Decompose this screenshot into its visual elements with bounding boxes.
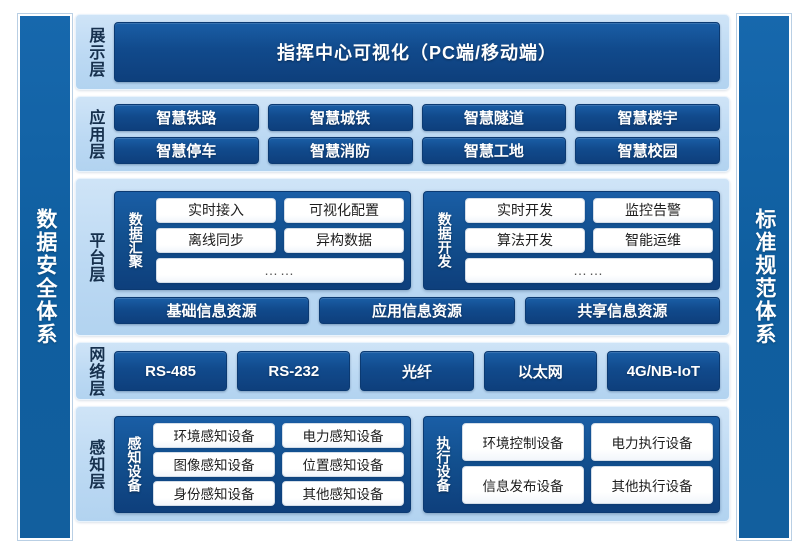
- display-command-center-bar[interactable]: 指挥中心可视化（PC端/移动端）: [114, 22, 720, 82]
- resource-shared-information[interactable]: 共享信息资源: [524, 296, 720, 324]
- platform-panel-data-aggregation: 数据汇聚 实时接入 可视化配置 离线同步 异构数据 ……: [114, 190, 411, 290]
- platform-item-heterogeneous-data[interactable]: 异构数据: [284, 227, 404, 253]
- platform-item-realtime-access[interactable]: 实时接入: [156, 197, 276, 223]
- actuator-item-info-publishing[interactable]: 信息发布设备: [462, 466, 584, 504]
- app-item-smart-metro[interactable]: 智慧城铁: [267, 104, 413, 131]
- platform-panel-1-title: 数据开发: [436, 212, 453, 268]
- platform-panel-0-grid: 实时接入 可视化配置 离线同步 异构数据 ……: [156, 197, 404, 283]
- layer-application-label: 应用层: [86, 108, 104, 160]
- sense-panels: 感知设备 环境感知设备 电力感知设备 图像感知设备 位置感知设备 身份感知设备 …: [114, 415, 720, 513]
- sense-item-image-sensor[interactable]: 图像感知设备: [153, 451, 275, 477]
- app-item-smart-firefighting[interactable]: 智慧消防: [267, 137, 413, 164]
- actuator-item-power-actuator[interactable]: 电力执行设备: [591, 422, 713, 461]
- platform-item-intelligent-ops[interactable]: 智能运维: [593, 227, 713, 253]
- layer-application: 应用层 智慧铁路 智慧城铁 智慧隧道 智慧楼宇 智慧停车 智慧消防 智慧工地 智…: [75, 96, 730, 172]
- network-item-4g-nbiot[interactable]: 4G/NB-IoT: [606, 351, 720, 391]
- app-item-smart-railway[interactable]: 智慧铁路: [114, 104, 259, 131]
- app-item-smart-construction-site[interactable]: 智慧工地: [421, 137, 567, 164]
- layer-display-label: 展示层: [86, 26, 104, 78]
- layer-stack: 展示层 指挥中心可视化（PC端/移动端） 应用层 智慧铁路 智慧城铁 智慧隧道 …: [75, 14, 730, 528]
- pillar-standard-specification: 标准规范体系: [737, 14, 791, 540]
- network-item-rs232[interactable]: RS-232: [237, 351, 351, 391]
- platform-panel-1-grid: 实时开发 监控告警 算法开发 智能运维 ……: [465, 197, 713, 283]
- sense-panel-1-title: 执行设备: [435, 436, 452, 492]
- sense-panel-0-grid: 环境感知设备 电力感知设备 图像感知设备 位置感知设备 身份感知设备 其他感知设…: [153, 422, 404, 506]
- sense-item-other-sensor[interactable]: 其他感知设备: [282, 480, 404, 506]
- app-item-smart-building[interactable]: 智慧楼宇: [575, 104, 720, 131]
- platform-item-realtime-development[interactable]: 实时开发: [465, 197, 585, 223]
- layer-platform: 平台层 数据汇聚 实时接入 可视化配置 离线同步 异构数据 ……: [75, 178, 730, 336]
- layer-network-body: RS-485 RS-232 光纤 以太网 4G/NB-IoT: [112, 343, 729, 399]
- platform-resource-row: 基础信息资源 应用信息资源 共享信息资源: [114, 296, 720, 324]
- actuator-item-other-actuator[interactable]: 其他执行设备: [591, 466, 713, 504]
- app-item-smart-campus[interactable]: 智慧校园: [575, 137, 720, 164]
- network-item-rs485[interactable]: RS-485: [114, 351, 228, 391]
- layer-sense: 感知层 感知设备 环境感知设备 电力感知设备 图像感知设备 位置感知设备 身份感…: [75, 406, 730, 522]
- pillar-left-label: 数据安全体系: [33, 208, 57, 346]
- layer-display: 展示层 指挥中心可视化（PC端/移动端）: [75, 14, 730, 90]
- network-item-fiber[interactable]: 光纤: [360, 351, 474, 391]
- app-item-smart-tunnel[interactable]: 智慧隧道: [421, 104, 567, 131]
- platform-item-algorithm-development[interactable]: 算法开发: [465, 227, 585, 253]
- resource-basic-information[interactable]: 基础信息资源: [114, 296, 310, 324]
- layer-network-label: 网络层: [86, 345, 104, 397]
- platform-item-offline-sync[interactable]: 离线同步: [156, 227, 276, 253]
- platform-panel-0-title: 数据汇聚: [127, 212, 144, 268]
- platform-item-visual-config[interactable]: 可视化配置: [284, 197, 404, 223]
- layer-sense-label: 感知层: [86, 438, 104, 490]
- sense-panel-actuator-devices: 执行设备 环境控制设备 电力执行设备 信息发布设备 其他执行设备: [423, 415, 720, 513]
- platform-panels: 数据汇聚 实时接入 可视化配置 离线同步 异构数据 …… 数据开发 实时开发: [114, 190, 720, 290]
- app-item-smart-parking[interactable]: 智慧停车: [114, 137, 259, 164]
- network-grid: RS-485 RS-232 光纤 以太网 4G/NB-IoT: [114, 351, 720, 391]
- sense-item-power-sensor[interactable]: 电力感知设备: [282, 422, 404, 448]
- sense-panel-0-title: 感知设备: [126, 436, 143, 492]
- actuator-item-environment-control[interactable]: 环境控制设备: [462, 422, 584, 461]
- sense-item-environment-sensor[interactable]: 环境感知设备: [153, 422, 275, 448]
- application-grid: 智慧铁路 智慧城铁 智慧隧道 智慧楼宇 智慧停车 智慧消防 智慧工地 智慧校园: [114, 104, 720, 164]
- sense-panel-sensing-devices: 感知设备 环境感知设备 电力感知设备 图像感知设备 位置感知设备 身份感知设备 …: [114, 415, 411, 513]
- layer-platform-label: 平台层: [86, 231, 104, 283]
- sense-item-position-sensor[interactable]: 位置感知设备: [282, 451, 404, 477]
- platform-item-monitoring-alarm[interactable]: 监控告警: [593, 197, 713, 223]
- sense-panel-1-grid: 环境控制设备 电力执行设备 信息发布设备 其他执行设备: [462, 422, 713, 506]
- pillar-data-security: 数据安全体系: [18, 14, 72, 540]
- pillar-right-label: 标准规范体系: [752, 208, 776, 346]
- resource-application-information[interactable]: 应用信息资源: [319, 296, 515, 324]
- layer-display-body: 指挥中心可视化（PC端/移动端）: [112, 15, 729, 89]
- sense-item-identity-sensor[interactable]: 身份感知设备: [153, 480, 275, 506]
- platform-panel-0-more[interactable]: ……: [156, 257, 404, 283]
- platform-panel-1-more[interactable]: ……: [465, 257, 713, 283]
- layer-platform-body: 数据汇聚 实时接入 可视化配置 离线同步 异构数据 …… 数据开发 实时开发: [112, 179, 729, 335]
- layer-network: 网络层 RS-485 RS-232 光纤 以太网 4G/NB-IoT: [75, 342, 730, 400]
- network-item-ethernet[interactable]: 以太网: [483, 351, 597, 391]
- platform-panel-data-development: 数据开发 实时开发 监控告警 算法开发 智能运维 ……: [423, 190, 720, 290]
- layer-sense-body: 感知设备 环境感知设备 电力感知设备 图像感知设备 位置感知设备 身份感知设备 …: [112, 407, 729, 521]
- layer-application-body: 智慧铁路 智慧城铁 智慧隧道 智慧楼宇 智慧停车 智慧消防 智慧工地 智慧校园: [112, 97, 729, 171]
